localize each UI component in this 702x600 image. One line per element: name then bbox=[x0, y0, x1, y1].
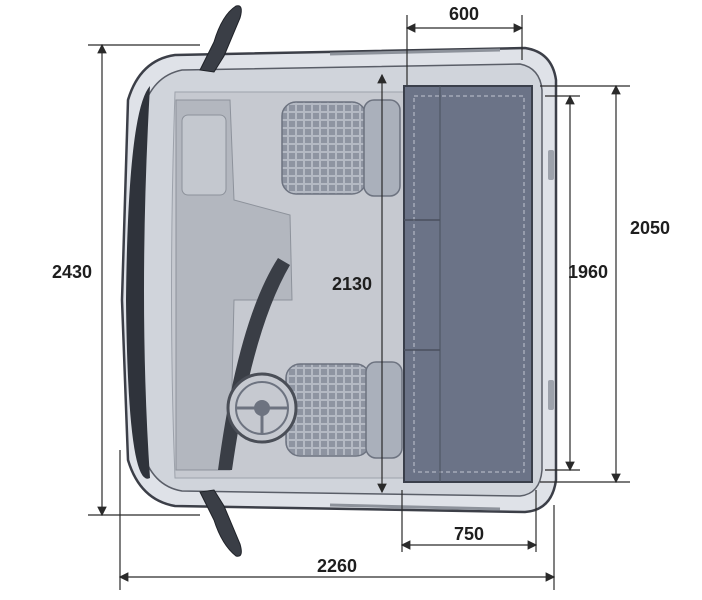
top-rail bbox=[329, 48, 501, 56]
dimension-lines bbox=[88, 15, 630, 590]
side-handle-2 bbox=[548, 380, 554, 410]
bunk-bed bbox=[403, 85, 533, 483]
mirror-bottom bbox=[199, 489, 242, 557]
dim-bunk-length-outer: 2050 bbox=[630, 218, 670, 238]
dim-overall-width: 2260 bbox=[317, 556, 357, 576]
dim-interior-length: 2130 bbox=[332, 274, 372, 294]
bottom-rail bbox=[329, 503, 501, 511]
steering-wheel-icon bbox=[226, 372, 298, 444]
windshield bbox=[126, 86, 150, 479]
driver-seat bbox=[285, 361, 403, 459]
glovebox bbox=[181, 114, 227, 196]
side-handle-1 bbox=[548, 150, 554, 180]
dim-bunk-width-bottom: 750 bbox=[454, 524, 484, 544]
dim-bunk-width-top: 600 bbox=[449, 4, 479, 24]
dim-bunk-length-inner: 1960 bbox=[568, 262, 608, 282]
dim-overall-length: 2430 bbox=[52, 262, 92, 282]
mirror-top bbox=[199, 5, 242, 73]
